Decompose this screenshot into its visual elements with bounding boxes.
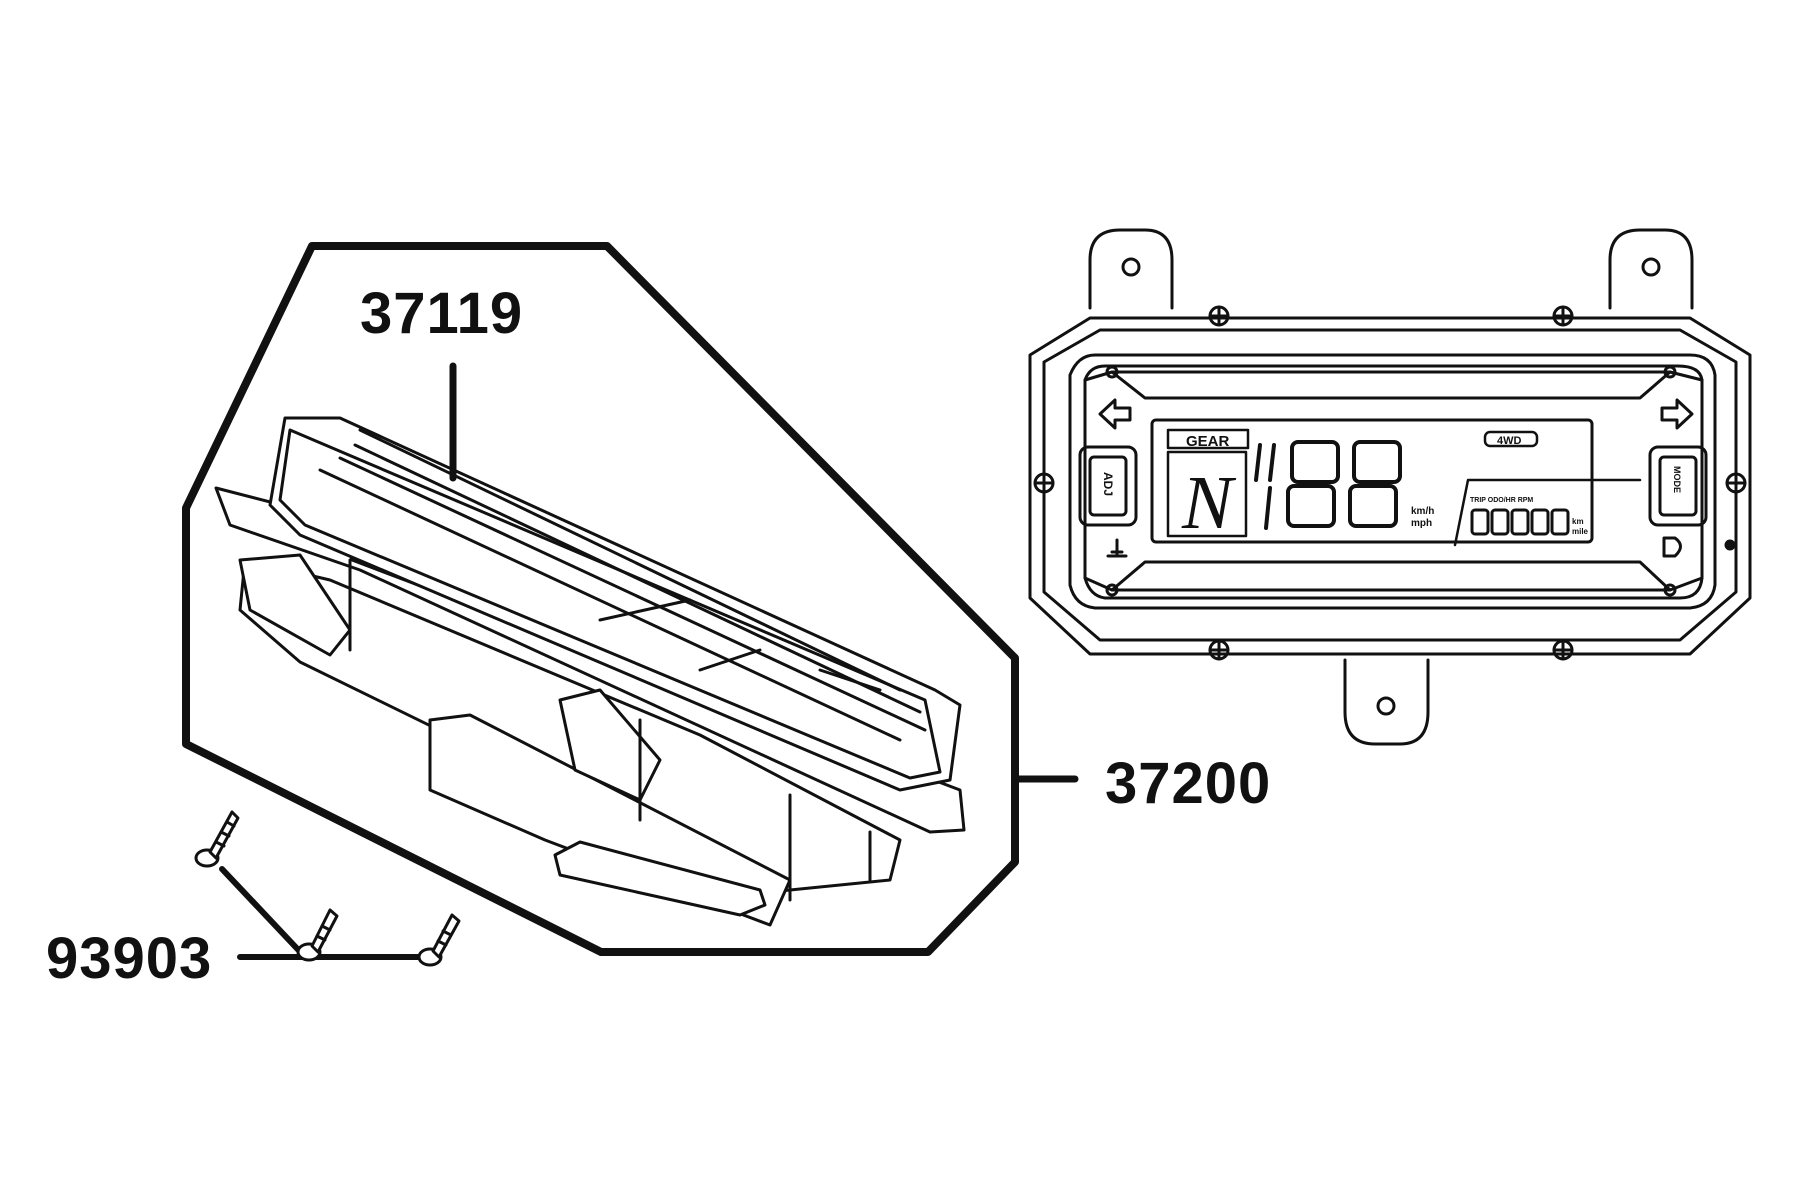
part-number-93903: 93903: [46, 926, 213, 991]
speed-unit-bottom: mph: [1411, 518, 1432, 529]
part-number-37200: 37200: [1105, 751, 1272, 816]
speed-unit-top: km/h: [1411, 506, 1434, 517]
mode-button-label: MODE: [1672, 466, 1682, 493]
adj-button-label: ADJ: [1101, 472, 1115, 496]
speedometer-front-view: [1028, 228, 1752, 746]
screw-icon: [296, 908, 339, 962]
detail-frame: [182, 242, 1019, 956]
screw-icon: [194, 810, 240, 868]
odo-unit-top: km: [1572, 517, 1584, 526]
leader-line-93903: [219, 866, 308, 960]
badge-4wd: 4WD: [1497, 435, 1522, 447]
odo-small-labels: TRIP ODO/HR RPM: [1470, 497, 1533, 504]
speedometer-side-view: [214, 416, 966, 927]
gear-label: GEAR: [1186, 433, 1230, 450]
part-number-37119: 37119: [360, 281, 524, 346]
odo-unit-bottom: mile: [1572, 527, 1589, 536]
screw-icon: [417, 913, 461, 967]
gear-indicator: N: [1181, 461, 1237, 545]
